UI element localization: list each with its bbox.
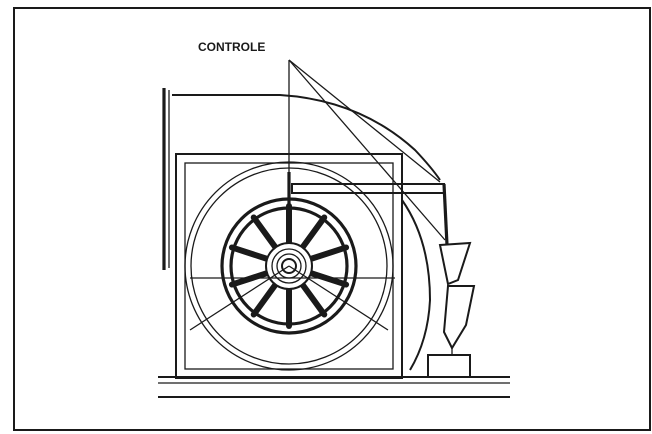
support-struts xyxy=(189,265,395,331)
control-label: CONTROLE xyxy=(198,40,265,54)
fan-spoke xyxy=(299,281,328,318)
housing-scroll-top xyxy=(172,94,441,181)
actuator-base xyxy=(427,354,471,378)
outer-frame xyxy=(13,7,651,431)
damper-plate xyxy=(162,88,170,270)
base-rails xyxy=(158,376,510,398)
fan-spoke xyxy=(307,244,350,262)
fan-spoke xyxy=(307,270,350,288)
fan-spoke xyxy=(250,214,279,251)
fan-spoke xyxy=(228,244,271,262)
control-linkage xyxy=(287,172,449,246)
fan-spoke xyxy=(250,281,279,318)
actuator-arm xyxy=(438,241,476,356)
fan-spoke xyxy=(299,214,328,251)
fan-spoke xyxy=(228,270,271,288)
housing-scroll-side xyxy=(401,199,432,371)
fan-rim xyxy=(184,161,394,371)
